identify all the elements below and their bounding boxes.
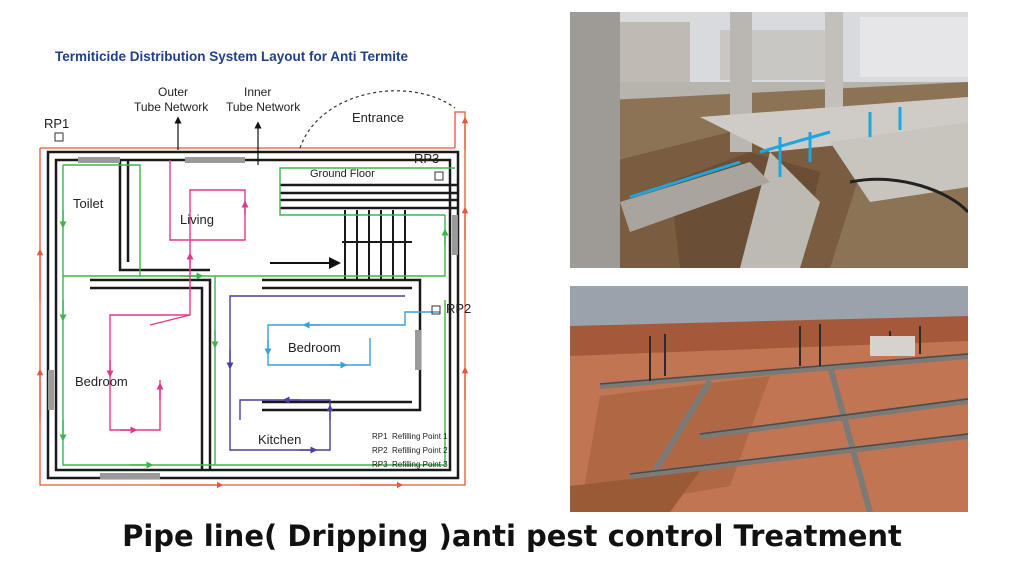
- room-toilet: Toilet: [73, 196, 104, 211]
- outer-tube-label-line1: Outer: [158, 85, 188, 99]
- foundation-pipes-photo: [570, 12, 968, 268]
- kitchen-tube-loop: [226, 295, 405, 454]
- ground-floor-label: Ground Floor: [310, 168, 375, 180]
- bedroom-tube-loop: [264, 311, 440, 369]
- legend-text-3: Refilling Point 3: [392, 460, 448, 469]
- living-tube-loop: [106, 160, 249, 434]
- rp3-label: RP3: [414, 151, 439, 166]
- entrance-label: Entrance: [352, 110, 404, 125]
- network-pointers: [174, 116, 262, 165]
- rebar-foundation-photo: [570, 286, 968, 512]
- inner-tube-network: [59, 164, 455, 469]
- entrance-arc: [299, 90, 456, 149]
- rp3-marker: [434, 171, 444, 181]
- legend: RP1 Refilling Point 1 RP2 Refilling Poin…: [372, 432, 448, 469]
- termiticide-layout-diagram: Termiticide Distribution System Layout f…: [36, 49, 471, 489]
- legend-text-1: Refilling Point 1: [392, 432, 448, 441]
- caption: Pipe line( Dripping )anti pest control T…: [122, 519, 902, 553]
- rp1-label: RP1: [44, 116, 69, 131]
- wall-blocks: [48, 157, 458, 479]
- legend-code-2: RP2: [372, 446, 388, 455]
- rp1-marker: [54, 132, 64, 142]
- inner-tube-label-line2: Tube Network: [226, 100, 301, 114]
- diagram-title: Termiticide Distribution System Layout f…: [55, 49, 409, 64]
- rp2-label: RP2: [446, 301, 471, 316]
- outer-tube-label-line2: Tube Network: [134, 100, 209, 114]
- room-living: Living: [180, 212, 214, 227]
- legend-text-2: Refilling Point 2: [392, 446, 448, 455]
- staircase: [342, 210, 412, 280]
- room-kitchen: Kitchen: [258, 432, 301, 447]
- room-bedroom-right: Bedroom: [288, 340, 341, 355]
- rp2-marker: [431, 305, 441, 315]
- outer-tube-network: [36, 111, 469, 489]
- legend-code-3: RP3: [372, 460, 388, 469]
- room-bedroom-left: Bedroom: [75, 374, 128, 389]
- legend-code-1: RP1: [372, 432, 388, 441]
- inner-tube-label-line1: Inner: [244, 85, 271, 99]
